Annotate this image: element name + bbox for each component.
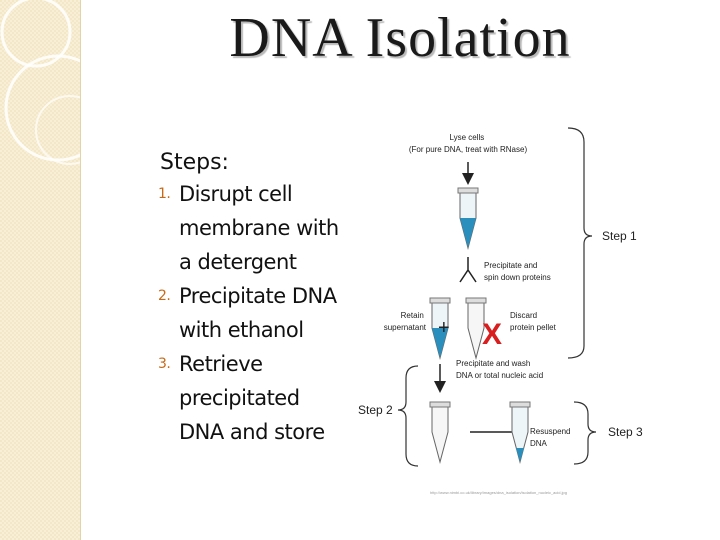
decorative-circles <box>0 0 80 165</box>
discard-pellet-label: Discard protein pellet <box>510 311 557 332</box>
step-text-line: Disrupt cell <box>179 182 293 206</box>
step-text-line: a detergent <box>179 250 297 274</box>
step-number: 2. <box>158 288 171 304</box>
decorative-sidebar <box>0 0 81 540</box>
resuspend-dna-label: Resuspend DNA <box>530 427 573 448</box>
step-item-3: 3. Retrieve precipitated DNA and store <box>158 347 360 449</box>
tube-supernatant <box>429 297 451 360</box>
lyse-cells-label: Lyse cells (For pure DNA, treat with RNa… <box>409 133 528 154</box>
step-number: 3. <box>158 356 171 372</box>
step1-label: Step 1 <box>602 229 637 243</box>
tube-lysate <box>457 187 479 250</box>
step2-bracket <box>397 365 419 467</box>
step-item-1: 1. Disrupt cell membrane with a detergen… <box>158 177 360 279</box>
step2-label: Step 2 <box>358 403 393 417</box>
step-text-line: membrane with <box>179 216 339 240</box>
step1-bracket <box>567 127 593 359</box>
tube-pellet <box>465 297 487 360</box>
step-item-2: 2. Precipitate DNA with ethanol <box>158 279 360 347</box>
steps-list: Steps: 1. Disrupt cell membrane with a d… <box>158 150 360 449</box>
step3-bracket <box>573 401 597 465</box>
step-text-line: Precipitate DNA <box>179 284 337 308</box>
tube-dna-precipitate <box>429 401 451 464</box>
precipitate-spin-label: Precipitate and spin down proteins <box>484 261 551 282</box>
step-text-line: precipitated <box>179 386 300 410</box>
steps-heading: Steps: <box>160 150 229 175</box>
retain-supernatant-label: Retain supernatant <box>384 311 427 332</box>
step-text-line: Retrieve <box>179 352 263 376</box>
precipitate-wash-label: Precipitate and wash DNA or total nuclei… <box>456 359 543 380</box>
step-number: 1. <box>158 186 171 202</box>
plus-sign: + <box>438 317 450 339</box>
discard-x-mark: X <box>482 318 502 351</box>
step3-label: Step 3 <box>608 425 643 439</box>
tube-resuspended-dna <box>509 401 531 464</box>
step-text-line: with ethanol <box>179 318 304 342</box>
step-text-line: DNA and store <box>179 420 325 444</box>
slide-title: DNA Isolation <box>229 7 571 69</box>
source-url: http://www.nimbi.co.uk/library/images/dn… <box>430 490 567 495</box>
split-arrow <box>459 257 477 283</box>
dna-isolation-diagram: Lyse cells (For pure DNA, treat with RNa… <box>358 127 643 495</box>
